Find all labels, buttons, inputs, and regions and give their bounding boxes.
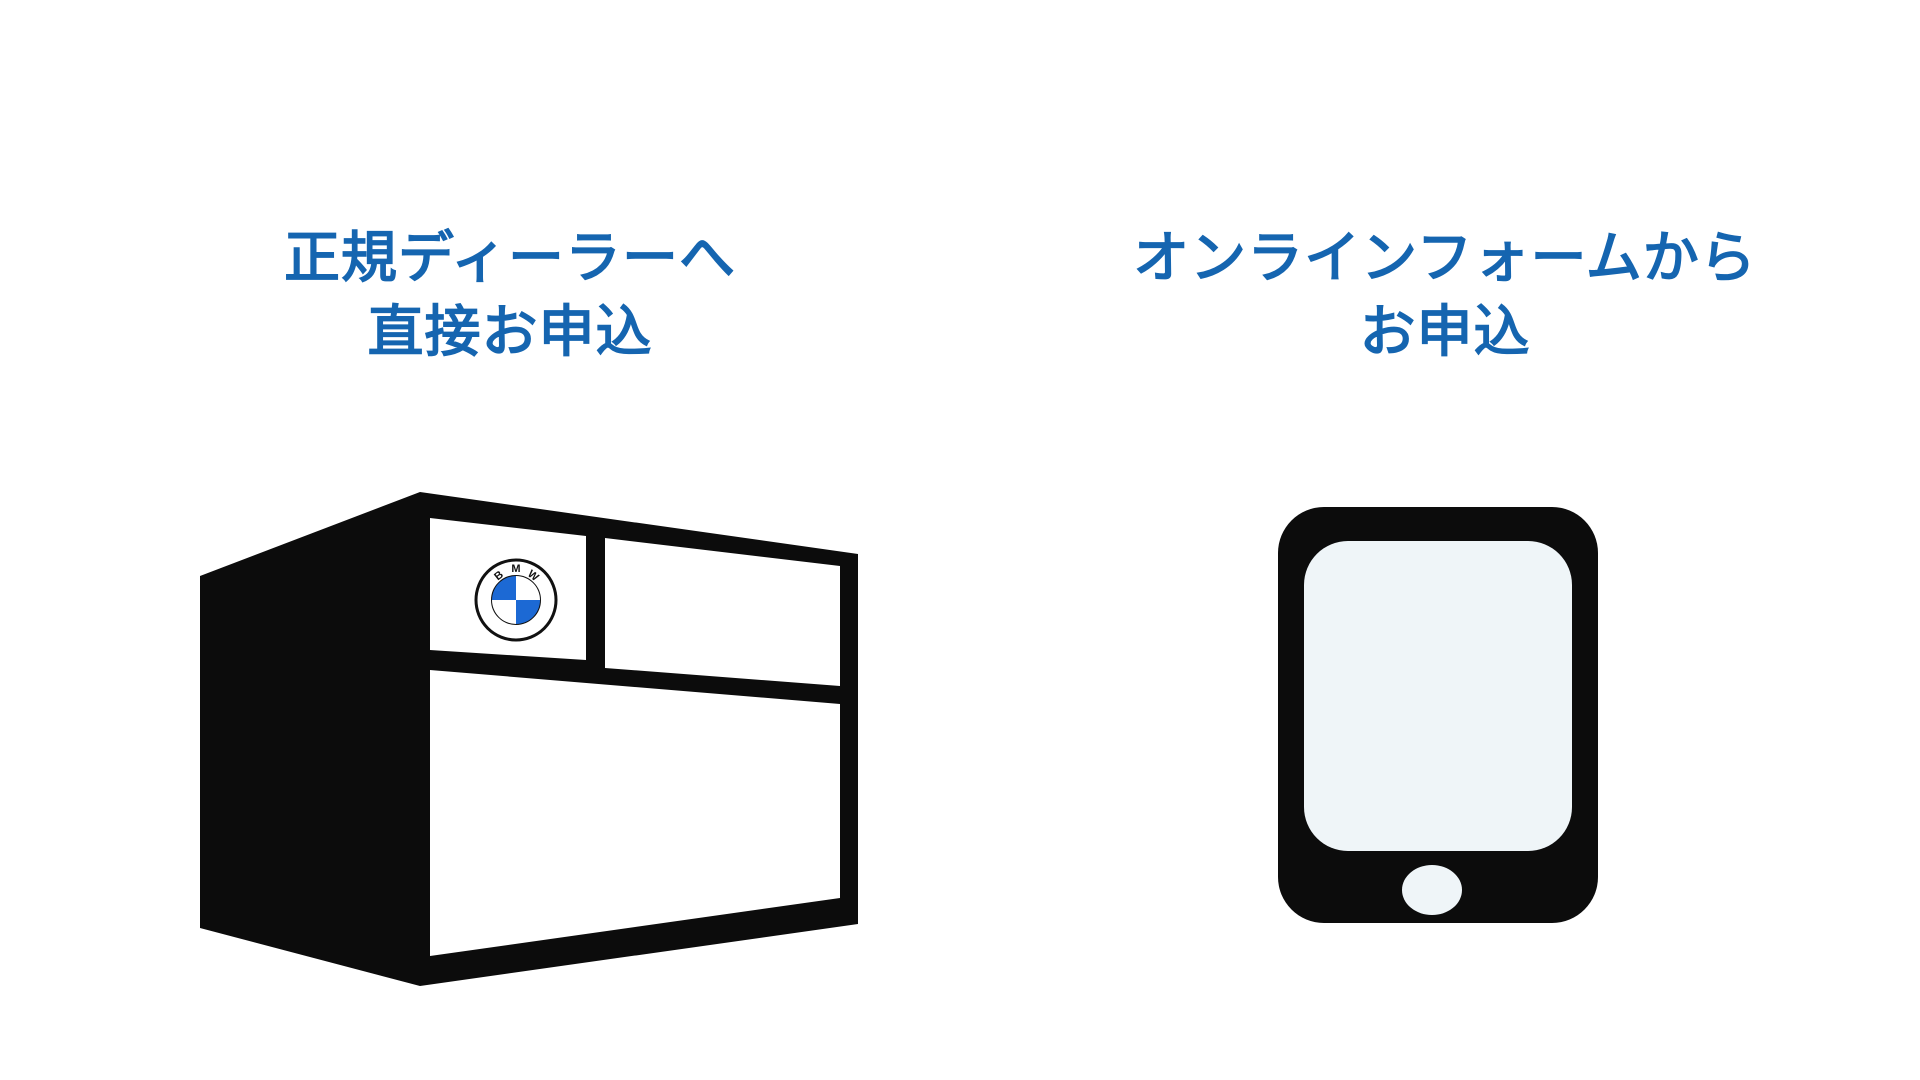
bmw-quadrant [516, 600, 540, 624]
option-heading-line-1: オンラインフォームから [1133, 226, 1757, 291]
option-heading: オンラインフォームから お申込 [935, 222, 1920, 370]
upper-right-window [605, 538, 840, 686]
bmw-quadrant [492, 576, 516, 600]
option-heading: 正規ディーラーへ 直接お申込 [0, 222, 1020, 370]
option-online-form: オンラインフォームから お申込 [960, 0, 1920, 1080]
bmw-letter-m: M [511, 563, 520, 575]
option-heading-line-2: お申込 [1359, 300, 1531, 365]
dealership-building-icon: B M W [200, 492, 858, 986]
option-dealer: 正規ディーラーへ 直接お申込 [284, 226, 735, 365]
tablet-icon [1278, 507, 1598, 923]
bmw-logo: B M W [474, 558, 558, 642]
option-heading-line-1: 正規ディーラーへ [283, 226, 737, 291]
tablet-screen [1304, 541, 1572, 851]
option-heading-line-2: 直接お申込 [367, 300, 653, 365]
lower-window [430, 670, 840, 956]
bmw-quadrant [516, 576, 540, 600]
tablet-home-button [1402, 865, 1462, 915]
bmw-quadrant [492, 600, 516, 624]
